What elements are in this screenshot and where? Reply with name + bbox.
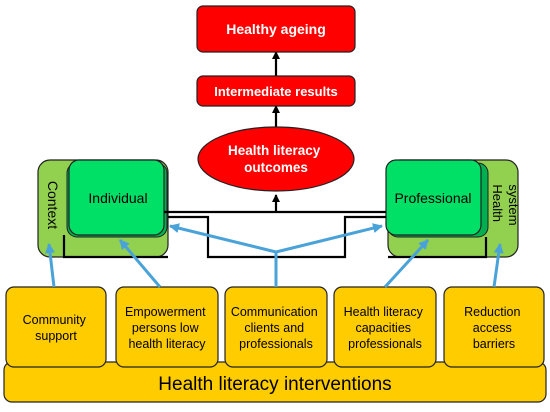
arrow-empowerment-to-individual: [118, 239, 162, 288]
arrow-capacities-to-professional: [383, 238, 430, 289]
individual-box: [68, 159, 165, 236]
arrow-communication-to-individual: [169, 223, 277, 254]
intervention-text: Community: [23, 313, 87, 327]
health-system-label: Health system: [490, 184, 521, 225]
svg-text:Health literacy capaciti: Health literacy capacities professionals: [344, 305, 427, 351]
health-system-line2: system: [506, 184, 521, 225]
intervention-box-reduction: Reduction access barriers: [443, 286, 545, 368]
intervention-text: Reduction: [464, 305, 520, 319]
blue-arrows: [45, 223, 504, 289]
intervention-text: support: [35, 329, 77, 343]
individual-label: Individual: [88, 190, 147, 206]
health-literacy-outcomes-ellipse: [197, 126, 355, 192]
intervention-text: Empowerment: [125, 305, 206, 319]
intervention-text: professionals: [239, 337, 313, 351]
intervention-text: barriers: [473, 337, 515, 351]
context-label: Context: [45, 181, 61, 229]
professional-label: Professional: [394, 190, 471, 206]
outcomes-line1: Health literacy: [228, 143, 321, 158]
intervention-text: persons low: [132, 321, 200, 335]
intervention-text: professionals: [348, 337, 422, 351]
intervention-box-community: Community support: [5, 286, 107, 368]
intermediate-results-label: Intermediate results: [214, 84, 338, 99]
healthy-ageing-label: Healthy ageing: [226, 21, 326, 37]
intervention-box-empowerment: Empowerment persons low health literacy: [115, 286, 219, 368]
arrow-communication-to-professional: [275, 223, 383, 254]
svg-text:Community support: Community support: [23, 313, 90, 343]
intervention-text: clients and: [244, 321, 304, 335]
health-system-line1: Health: [490, 184, 505, 222]
intermediate-results-box: [196, 75, 356, 107]
intervention-box-communication: Communication clients and professionals: [224, 286, 328, 368]
intervention-text: health literacy: [128, 337, 206, 351]
intervention-text: Communication: [231, 305, 318, 319]
svg-text:Communication clients an: Communication clients and professionals: [231, 305, 321, 351]
intervention-text: capacities: [355, 321, 411, 335]
intervention-text: Health literacy: [344, 305, 424, 319]
arrow-community-to-context: [45, 243, 56, 288]
svg-text:Empowerment persons low: Empowerment persons low health literacy: [125, 305, 209, 351]
healthy-ageing-box: [196, 5, 356, 53]
professional-box: [385, 159, 482, 236]
interventions-title: Health literacy interventions: [158, 374, 391, 395]
svg-text:Reduction access b: Reduction access barriers: [464, 305, 524, 351]
intervention-box-capacities: Health literacy capacities professionals: [333, 286, 437, 368]
outcomes-line2: outcomes: [244, 160, 308, 175]
outcomes-label: Health literacy outcomes: [228, 143, 324, 175]
arrow-reduction-to-health-system: [492, 243, 504, 288]
intervention-text: access: [473, 321, 512, 335]
